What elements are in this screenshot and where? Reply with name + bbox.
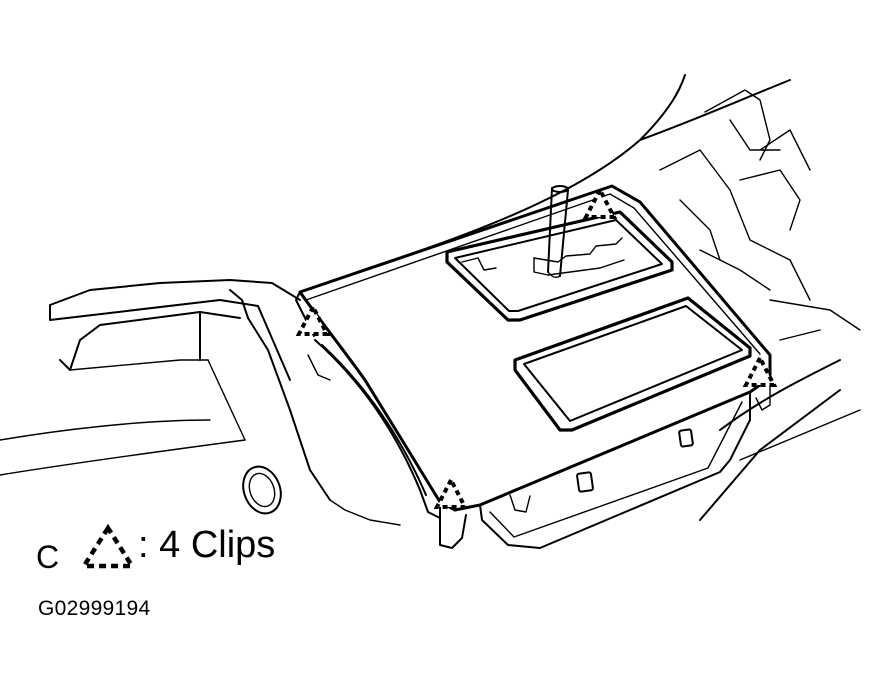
legend-letter: C	[36, 539, 60, 575]
legend-label: : 4 Clips	[138, 526, 275, 564]
legend-separator: :	[138, 524, 149, 566]
shift-lever	[547, 185, 569, 279]
legend-clip-count: 4 Clips	[159, 524, 276, 566]
figure-code: G02999194	[38, 597, 151, 620]
clip-marker-front	[433, 475, 469, 509]
clip-marker-rear	[582, 185, 618, 219]
shift-lever-opening	[445, 210, 674, 322]
rear-console-box	[0, 279, 401, 526]
clip-markers	[295, 185, 778, 509]
dashed-triangle-clip-icon	[79, 524, 137, 569]
clip-marker-right	[742, 353, 778, 387]
clip-marker-front-left	[295, 302, 331, 336]
floor-outline	[699, 359, 861, 521]
tray-recess	[513, 296, 752, 432]
